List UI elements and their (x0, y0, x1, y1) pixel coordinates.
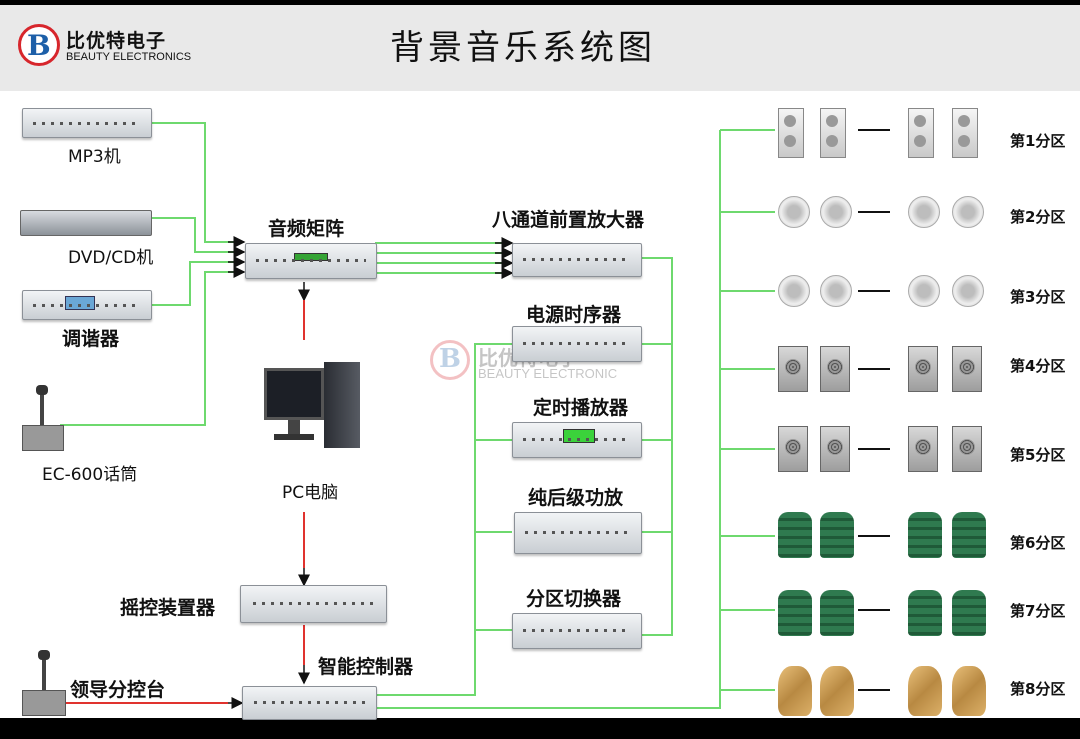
leader-console-label: 领导分控台 (70, 679, 166, 701)
remote-control-label: 摇控装置器 (120, 597, 216, 619)
wire-mic (60, 271, 242, 426)
mp3-player-label: MP3机 (68, 147, 121, 167)
tuner-device (22, 290, 152, 320)
wire-mp3 (150, 122, 242, 243)
speaker-icon (908, 196, 940, 228)
zone-label-3: 第3分区 (1010, 288, 1066, 306)
zone-label-8: 第8分区 (1010, 680, 1066, 698)
pc-computer-label: PC电脑 (282, 483, 339, 503)
leader-console-device (22, 650, 66, 718)
preamp-label: 八通道前置放大器 (492, 209, 645, 231)
smart-controller-label: 智能控制器 (318, 656, 414, 678)
speaker-icon (908, 426, 938, 472)
bottom-border (0, 718, 1080, 739)
speaker-icon (820, 108, 846, 158)
speaker-icon (908, 512, 942, 558)
audio-matrix-label: 音频矩阵 (268, 218, 345, 240)
speaker-icon (952, 512, 986, 558)
header (0, 5, 1080, 91)
speaker-icon (908, 666, 942, 716)
power-sequencer-device (512, 326, 642, 362)
speaker-icon (908, 275, 940, 307)
speaker-icon (820, 512, 854, 558)
wire-tuner (150, 261, 242, 306)
speaker-icon (778, 512, 812, 558)
pc-computer-device (262, 362, 362, 452)
brand-logo: B (18, 24, 60, 66)
page-title: 背景音乐系统图 (390, 28, 656, 68)
power-amp-label: 纯后级功放 (528, 487, 624, 509)
dvd-player-device (20, 210, 152, 236)
zone-label-5: 第5分区 (1010, 446, 1066, 464)
speaker-icon (952, 108, 978, 158)
speaker-icon (908, 346, 938, 392)
speaker-icon (952, 590, 986, 636)
audio-matrix-device (245, 243, 377, 279)
brand-name: 比优特电子 (66, 30, 167, 52)
tuner-label: 调谐器 (62, 328, 120, 350)
speaker-icon (778, 196, 810, 228)
timer-player-label: 定时播放器 (533, 397, 629, 419)
power-sequencer-label: 电源时序器 (526, 304, 622, 326)
dvd-player-label: DVD/CD机 (68, 248, 154, 268)
zone-label-6: 第6分区 (1010, 534, 1066, 552)
speaker-icon (778, 426, 808, 472)
speaker-icon (820, 196, 852, 228)
zone-switcher-label: 分区切换器 (526, 588, 622, 610)
zone-label-7: 第7分区 (1010, 602, 1066, 620)
wire-dvd (150, 217, 242, 253)
microphone-device (22, 385, 64, 453)
speaker-icon (952, 426, 982, 472)
microphone-label: EC-600话筒 (42, 465, 138, 485)
mp3-player-device (22, 108, 152, 138)
speaker-icon (778, 108, 804, 158)
speaker-icon (820, 426, 850, 472)
speaker-icon (820, 590, 854, 636)
zone-label-2: 第2分区 (1010, 208, 1066, 226)
speaker-icon (778, 275, 810, 307)
top-border (0, 0, 1080, 5)
speaker-icon (952, 196, 984, 228)
wire-preamp-bus (640, 257, 673, 636)
power-amp-device (514, 512, 642, 554)
wire-zone-bus (375, 130, 721, 709)
preamp-device (512, 243, 642, 277)
speaker-icon (908, 108, 934, 158)
zone-label-1: 第1分区 (1010, 132, 1066, 150)
speaker-icon (778, 346, 808, 392)
zone-switcher-device (512, 613, 642, 649)
zone-label-4: 第4分区 (1010, 357, 1066, 375)
speaker-icon (778, 666, 812, 716)
smart-controller-device (242, 686, 377, 720)
speaker-icon (908, 590, 942, 636)
speaker-icon (952, 346, 982, 392)
speaker-icon (952, 666, 986, 716)
speaker-icon (820, 275, 852, 307)
speaker-icon (952, 275, 984, 307)
remote-control-device (240, 585, 387, 623)
brand-name-en: BEAUTY ELECTRONICS (66, 51, 192, 63)
timer-player-device (512, 422, 642, 458)
speaker-icon (820, 346, 850, 392)
wire-controller-bus (375, 343, 512, 696)
speaker-icon (820, 666, 854, 716)
speaker-icon (778, 590, 812, 636)
